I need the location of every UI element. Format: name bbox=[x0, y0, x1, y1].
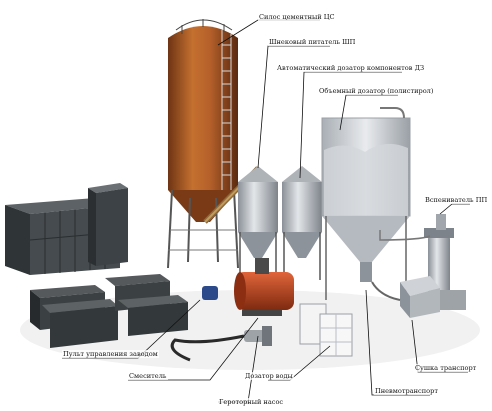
label-gerotor-pump: Героторный насос bbox=[218, 398, 285, 406]
volume-doser-hopper bbox=[321, 107, 411, 300]
label-mixer: Смеситель bbox=[128, 372, 168, 380]
block-molds-stack bbox=[5, 183, 128, 275]
foamer-and-dryer bbox=[400, 214, 466, 318]
auto-doser-hoppers bbox=[238, 166, 322, 280]
label-water-doser: Дозатор воды bbox=[244, 372, 294, 380]
label-volume-doser: Объемный дозатор (полистирол) bbox=[318, 87, 435, 95]
mixer-unit bbox=[234, 258, 294, 316]
label-foamer: Вспениватель ПП bbox=[424, 196, 489, 204]
label-auto-doser: Автоматический дозатор компонентов ДЗ bbox=[276, 64, 426, 72]
label-control-panel: Пульт управления заводом bbox=[62, 350, 159, 358]
compressor bbox=[202, 286, 218, 300]
label-pneumotransport: Пневмотранспорт bbox=[374, 387, 439, 395]
pneumo-pipe bbox=[371, 281, 401, 301]
label-dryer-transport: Сушка транспорт bbox=[414, 364, 478, 372]
label-silo: Силос цементный ЦС bbox=[258, 13, 336, 21]
mold-trays bbox=[30, 274, 188, 348]
label-screw-feeder: Шнековый питатель ШП bbox=[268, 38, 357, 46]
cement-silo bbox=[167, 19, 239, 269]
water-tanks bbox=[299, 303, 353, 357]
